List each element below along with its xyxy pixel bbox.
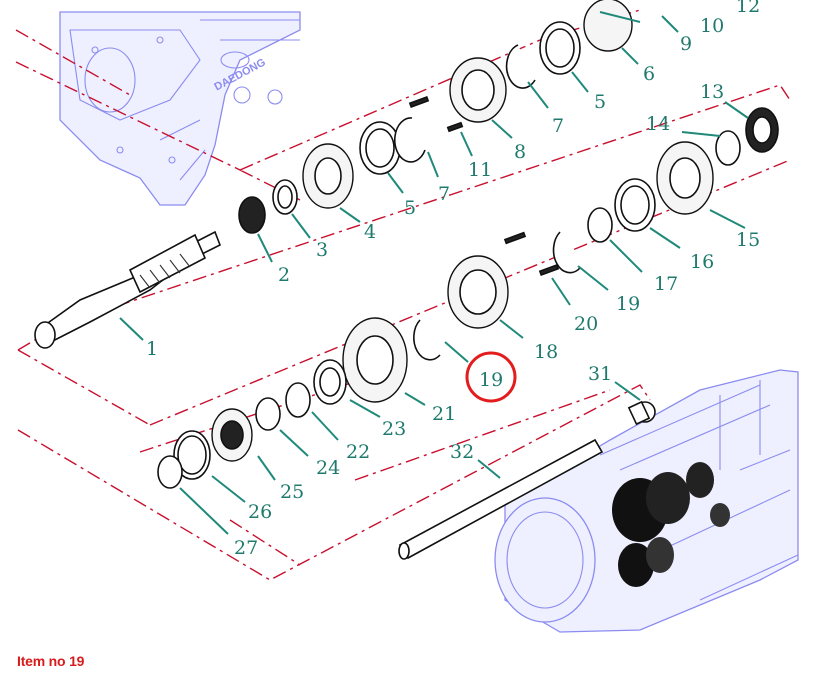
bearing-13 <box>745 107 779 153</box>
callout-7a: 7 <box>438 183 450 205</box>
callout-26: 26 <box>248 501 272 523</box>
gear-cluster <box>612 462 730 587</box>
callout-17: 17 <box>654 273 678 295</box>
callout-25: 25 <box>280 481 304 503</box>
callout-18: 18 <box>534 341 558 363</box>
ring-3 <box>272 179 298 215</box>
gear-4 <box>302 143 354 209</box>
shaft-32 <box>398 438 604 560</box>
ring-22 <box>285 382 311 418</box>
ring-16 <box>614 178 656 232</box>
sleeve-31 <box>627 400 656 426</box>
ring-24 <box>255 397 281 431</box>
callout-4: 4 <box>364 221 376 243</box>
upper-housing: DAEDONG <box>59 11 301 206</box>
callout-11: 11 <box>468 159 492 181</box>
ring-27 <box>157 455 183 489</box>
callout-23: 23 <box>382 418 406 440</box>
pins-20 <box>503 231 560 276</box>
pins-11 <box>408 96 464 133</box>
snapring-19b <box>413 319 441 361</box>
callout-3: 3 <box>316 239 328 261</box>
ring-26 <box>173 430 211 480</box>
lower-housing <box>494 369 799 633</box>
ring-5b <box>539 21 581 75</box>
leader-lines <box>119 11 749 535</box>
callout-12: 12 <box>736 0 760 17</box>
snapring-7a <box>394 117 426 163</box>
callout-16: 16 <box>690 251 714 273</box>
ring-14 <box>715 130 741 166</box>
callout-13: 13 <box>700 81 724 103</box>
snapring-7b <box>505 44 536 89</box>
callout-8: 8 <box>514 141 526 163</box>
synchro-hub-8 <box>449 57 507 123</box>
callout-7b: 7 <box>552 115 564 137</box>
gear-6 <box>583 0 633 52</box>
callout-21: 21 <box>432 403 456 425</box>
gear-21 <box>342 317 408 403</box>
input-shaft <box>34 230 222 349</box>
callout-14: 14 <box>646 113 670 135</box>
ring-5a <box>359 121 401 175</box>
callout-1: 1 <box>146 338 158 360</box>
gear-15 <box>656 141 714 215</box>
callout-24: 24 <box>316 457 340 479</box>
snapring-19a <box>552 231 581 274</box>
ring-17 <box>587 207 613 243</box>
callout-15: 15 <box>736 229 760 251</box>
synchro-hub-18 <box>447 255 509 329</box>
callout-10: 10 <box>700 15 724 37</box>
callout-5b: 5 <box>594 91 606 113</box>
callout-19-highlighted: 19 <box>479 369 503 391</box>
item-caption: Item no 19 <box>17 653 85 669</box>
callout-19-upper: 19 <box>616 293 640 315</box>
callout-labels: 1 2 3 4 5 5 6 7 7 8 9 10 11 12 13 14 15 … <box>146 0 760 559</box>
bearing-25 <box>211 408 253 462</box>
callout-27: 27 <box>234 537 258 559</box>
callout-2: 2 <box>278 264 290 286</box>
callout-22: 22 <box>346 441 370 463</box>
highlight-ring <box>465 351 517 403</box>
callout-20: 20 <box>574 313 598 335</box>
callout-6: 6 <box>643 63 655 85</box>
callout-31: 31 <box>588 363 612 385</box>
callout-9: 9 <box>680 33 692 55</box>
bearing-2 <box>238 196 266 234</box>
callout-32: 32 <box>450 441 474 463</box>
callout-5a: 5 <box>404 197 416 219</box>
ring-23 <box>313 359 347 405</box>
exploded-parts-diagram: DAEDONG <box>15 0 799 633</box>
